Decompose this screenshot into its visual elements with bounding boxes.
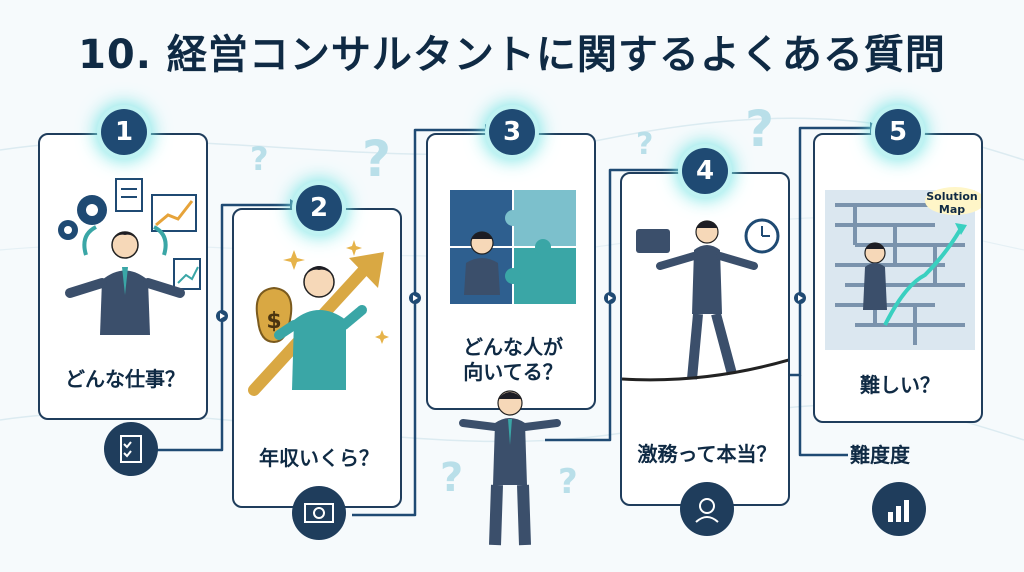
question-mark: ?	[636, 127, 654, 162]
step-2-badge: 2	[296, 185, 342, 231]
step-3-label: どんな人が 向いてる？	[463, 335, 563, 384]
checklist-icon	[104, 422, 158, 476]
question-mark: ?	[362, 130, 392, 188]
tightrope	[622, 358, 788, 382]
extra-label: 難度度	[850, 443, 910, 467]
consultant-figure	[65, 231, 185, 335]
maze-illustration	[825, 187, 981, 350]
document-icon	[115, 178, 143, 212]
question-mark: ?	[250, 140, 269, 178]
money-icon	[292, 486, 346, 540]
step-1-badge: 1	[101, 109, 147, 155]
step-2-label: 年収いくら？	[259, 446, 379, 470]
step-4-badge: 4	[682, 148, 728, 194]
solution-map-label: Solution Map	[926, 190, 978, 216]
page-title: 10. 経営コンサルタントに関するよくある質問	[78, 32, 946, 78]
step-5-badge: 5	[875, 109, 921, 155]
step-3-badge: 3	[489, 109, 535, 155]
chart-board-icon	[151, 194, 197, 232]
card-4: 激務って本当？	[620, 172, 790, 506]
consultant-work-illustration	[58, 178, 201, 335]
glow-spot	[925, 187, 981, 215]
question-mark: ?	[558, 462, 578, 502]
money-bag-symbol: $	[266, 309, 281, 334]
card-3: どんな人が 向いてる？	[426, 133, 596, 410]
presenter-figure	[459, 390, 561, 546]
card-1: どんな仕事？	[38, 133, 208, 420]
card-5: Solution Map 難しい？	[813, 133, 983, 423]
step-5-label: 難しい？	[860, 373, 940, 397]
stress-icon	[680, 482, 734, 536]
question-mark: ?	[745, 100, 775, 158]
step-1-label: どんな仕事？	[65, 367, 185, 391]
question-mark: ?	[440, 455, 464, 501]
briefcase-icon	[636, 229, 670, 253]
growth-chart-icon	[872, 482, 926, 536]
gear-icon	[58, 195, 107, 240]
step-4-label: 激務って本当？	[637, 442, 777, 466]
salary-illustration: $	[248, 240, 389, 396]
puzzle-illustration	[450, 190, 576, 304]
card-2: $ 年収いくら？	[232, 208, 402, 508]
workload-illustration	[622, 218, 788, 382]
